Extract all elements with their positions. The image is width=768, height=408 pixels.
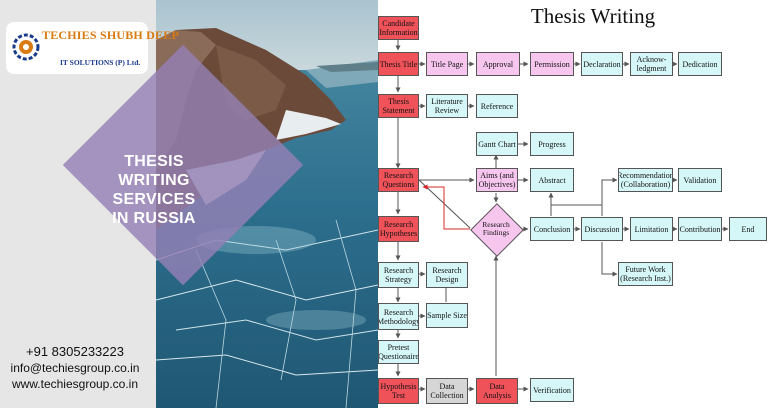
node-recommendation: Recommendation(Collaboration) (618, 168, 673, 192)
node-conclusion: Conclusion (530, 217, 574, 241)
diagram-title: Thesis Writing (530, 4, 656, 28)
node-verification: Verification (530, 378, 574, 402)
hero-line: THESIS (124, 153, 184, 170)
node-permission: Permission (530, 52, 574, 76)
node-future-work: Future Work(Research Inst.) (618, 262, 673, 286)
node-declaration: Declaration (581, 52, 623, 76)
logo-top-text: TECHIES SHUBH DEEP (42, 28, 179, 42)
node-dedication: Dedication (678, 52, 722, 76)
logo-bottom-text: IT SOLUTIONS (P) Ltd. (60, 58, 141, 67)
hero-line: WRITING (118, 172, 190, 189)
contact-email[interactable]: info@techiesgroup.co.in (10, 361, 140, 375)
node-contribution: Contribution (678, 217, 722, 241)
node-validation: Validation (678, 168, 722, 192)
node-thesis-title: Thesis Title (378, 52, 419, 76)
node-acknowledgment: Acknow-ledgment (630, 52, 673, 76)
node-gantt-chart: Gantt Chart (476, 132, 518, 156)
company-logo[interactable]: TECHIES SHUBH DEEP IT SOLUTIONS (P) Ltd. (6, 22, 179, 74)
gear-logo-icon (12, 33, 40, 61)
contact-block: +91 8305233223 info@techiesgroup.co.in w… (0, 344, 150, 392)
thesis-flow-diagram: Thesis Writing (378, 0, 768, 408)
diagram-connectors (395, 40, 729, 392)
hero-line: SERVICES (112, 191, 196, 208)
node-reference: Reference (476, 94, 518, 118)
node-progress: Progress (530, 132, 574, 156)
contact-phone[interactable]: +91 8305233223 (26, 344, 124, 359)
hero-title: THESIS WRITING SERVICES IN RUSSIA (96, 152, 212, 228)
node-end: End (729, 217, 767, 241)
node-approval: Approval (476, 52, 520, 76)
node-discussion: Discussion (581, 217, 623, 241)
node-title-page: Title Page (426, 52, 468, 76)
hero-line: IN RUSSIA (112, 210, 196, 227)
contact-website[interactable]: www.techiesgroup.co.in (11, 377, 139, 391)
node-abstract: Abstract (530, 168, 574, 192)
node-sample-size: Sample Size (426, 303, 468, 328)
node-limitation: Limitation (630, 217, 673, 241)
